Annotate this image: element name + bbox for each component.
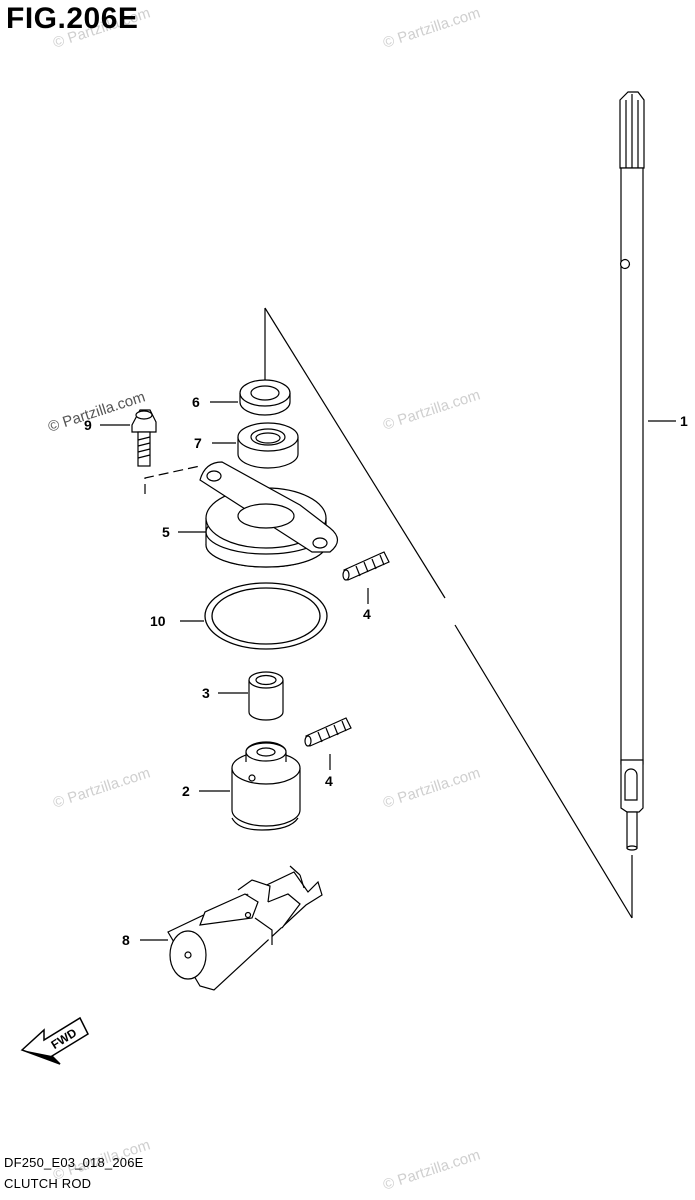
diagram-name: CLUTCH ROD: [4, 1176, 92, 1191]
part-4-pin-lower: [304, 717, 352, 747]
part-5-housing: [199, 461, 339, 568]
part-6-washer: [239, 379, 291, 416]
part-7-bearing: [237, 422, 299, 469]
assembly-lines: [144, 307, 633, 919]
callout-leaders: [100, 401, 676, 941]
watermark: © Partzilla.com: [381, 4, 482, 51]
part-4-pin-upper: [342, 551, 390, 581]
callout-9: 9: [84, 417, 92, 433]
diagram-code: DF250_E03_018_206E: [4, 1155, 144, 1170]
part-9-bolt: [131, 409, 157, 467]
callout-6: 6: [192, 394, 200, 410]
watermarks: © Partzilla.com © Partzilla.com © Partzi…: [46, 4, 482, 1193]
callout-7: 7: [194, 435, 202, 451]
part-2-coupler: [231, 741, 301, 831]
part-3-collar: [248, 671, 284, 721]
part-8-slide: [167, 865, 323, 991]
watermark: © Partzilla.com: [381, 764, 482, 811]
callout-8: 8: [122, 932, 130, 948]
callout-3: 3: [202, 685, 210, 701]
callout-numbers: 1 2 3 4 4 5 6 7 8 9 10: [84, 394, 688, 948]
part-10-o-ring: [204, 582, 328, 650]
callout-2: 2: [182, 783, 190, 799]
watermark: © Partzilla.com: [51, 764, 152, 811]
callout-5: 5: [162, 524, 170, 540]
watermark: © Partzilla.com: [381, 386, 482, 433]
part-1-clutch-rod: [619, 91, 645, 851]
callout-4-lower: 4: [325, 773, 333, 789]
callout-1: 1: [680, 413, 688, 429]
figure-title: FIG.206E: [6, 2, 139, 35]
callout-4-upper: 4: [363, 606, 371, 622]
fwd-arrow-icon: FWD: [20, 1016, 89, 1065]
callout-10: 10: [150, 613, 166, 629]
watermark: © Partzilla.com: [381, 1146, 482, 1193]
